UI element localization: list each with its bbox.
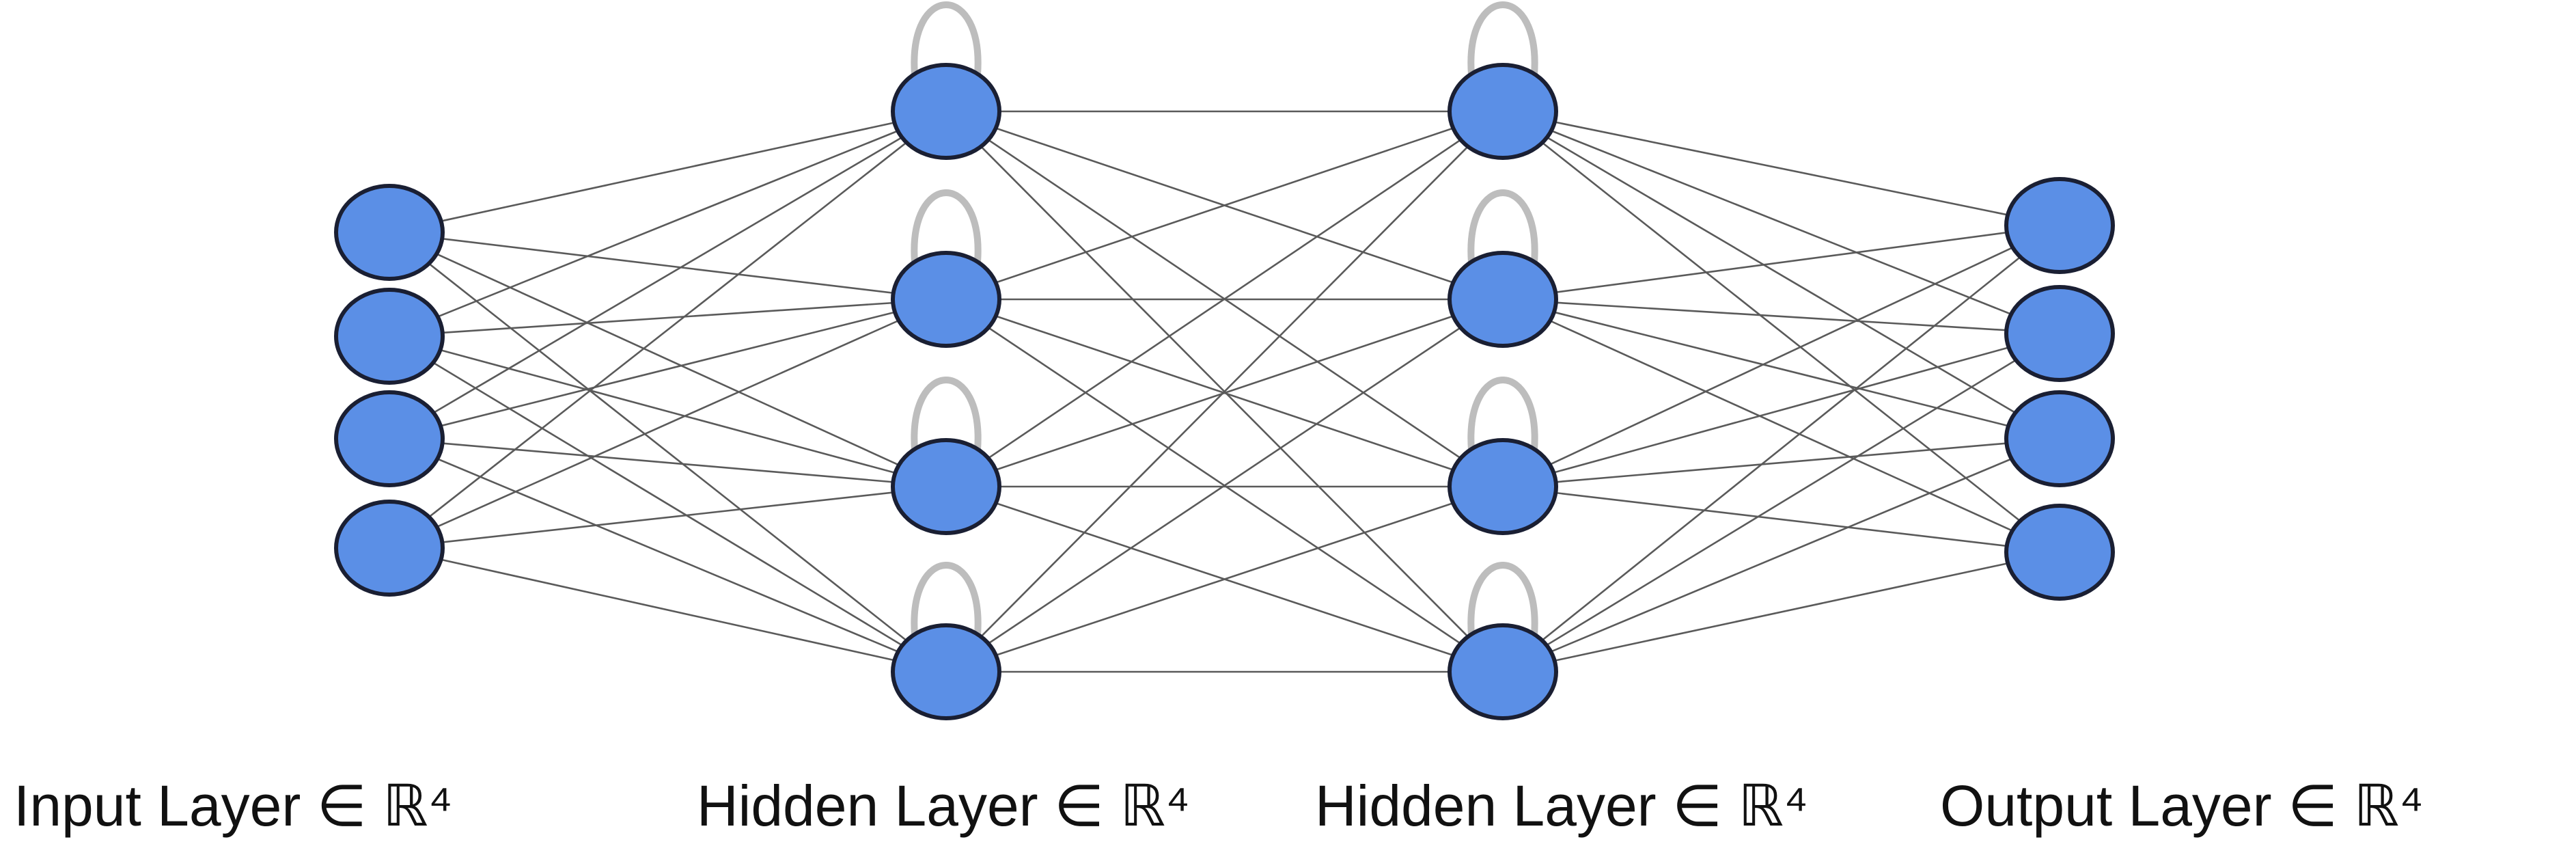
- self-loop-hidden1-2: [911, 377, 982, 450]
- edge-hidden2-3-to-output-2: [1502, 437, 2060, 673]
- edge-hidden2-2-to-output-3: [1502, 485, 2060, 554]
- edge-hidden2-1-to-output-3: [1502, 298, 2060, 554]
- edge-hidden2-3-to-output-3: [1502, 551, 2060, 673]
- edge-hidden2-0-to-output-0: [1502, 110, 2060, 227]
- input-layer-label: Input Layer ∈ ℝ⁴: [14, 774, 453, 838]
- edge-input-2-to-hidden1-1: [389, 298, 947, 440]
- edge-input-2-to-hidden1-3: [389, 437, 947, 673]
- edge-hidden2-3-to-output-1: [1502, 332, 2060, 673]
- edge-hidden2-1-to-output-2: [1502, 298, 2060, 440]
- hidden-layer-1-label: Hidden Layer ∈ ℝ⁴: [697, 774, 1190, 838]
- edge-input-3-to-hidden1-1: [389, 298, 947, 549]
- hidden1-node-0: [891, 63, 1001, 160]
- edge-input-1-to-hidden1-3: [389, 335, 947, 673]
- edge-input-3-to-hidden1-0: [389, 110, 947, 549]
- self-loop-hidden2-0: [1467, 1, 1538, 75]
- self-loop-hidden1-1: [911, 189, 982, 263]
- edge-input-3-to-hidden1-2: [389, 485, 947, 549]
- input-node-2: [334, 390, 445, 487]
- edge-input-2-to-hidden1-0: [389, 110, 947, 440]
- connections-group: [389, 110, 2060, 673]
- hidden2-node-0: [1448, 63, 1558, 160]
- self-loop-hidden2-2: [1467, 377, 1538, 450]
- hidden2-node-1: [1448, 251, 1558, 348]
- output-node-0: [2004, 177, 2115, 274]
- input-node-3: [334, 500, 445, 597]
- edge-input-3-to-hidden1-3: [389, 547, 947, 673]
- edge-input-1-to-hidden1-2: [389, 335, 947, 488]
- edge-input-2-to-hidden1-2: [389, 437, 947, 488]
- input-node-0: [334, 184, 445, 281]
- edge-input-1-to-hidden1-1: [389, 298, 947, 338]
- hidden-layer-2-label: Hidden Layer ∈ ℝ⁴: [1315, 774, 1808, 838]
- edge-hidden2-0-to-output-1: [1502, 110, 2060, 335]
- hidden2-node-2: [1448, 438, 1558, 535]
- edge-hidden1-2-to-hidden2-1: [945, 298, 1504, 488]
- edge-hidden2-0-to-output-3: [1502, 110, 2060, 554]
- self-loop-hidden2-3: [1467, 562, 1538, 636]
- edge-input-1-to-hidden1-0: [389, 110, 947, 338]
- edge-hidden2-1-to-output-0: [1502, 224, 2060, 301]
- output-node-3: [2004, 504, 2115, 601]
- hidden1-node-1: [891, 251, 1001, 348]
- edge-hidden1-2-to-hidden2-0: [945, 110, 1504, 488]
- edge-hidden2-3-to-output-0: [1502, 224, 2060, 673]
- nodes-group: [334, 63, 2115, 720]
- edge-hidden1-1-to-hidden2-0: [945, 110, 1504, 301]
- edge-hidden2-1-to-output-1: [1502, 298, 2060, 335]
- edge-hidden1-3-to-hidden2-2: [945, 485, 1504, 673]
- edge-hidden1-3-to-hidden2-1: [945, 298, 1504, 673]
- edge-hidden2-0-to-output-2: [1502, 110, 2060, 440]
- self-loop-hidden1-0: [911, 1, 982, 75]
- self-loop-hidden2-1: [1467, 189, 1538, 263]
- edge-input-0-to-hidden1-3: [389, 231, 947, 673]
- edge-input-0-to-hidden1-1: [389, 231, 947, 301]
- output-node-2: [2004, 390, 2115, 487]
- hidden1-node-3: [891, 623, 1001, 720]
- edge-input-0-to-hidden1-2: [389, 231, 947, 488]
- self-loop-hidden1-3: [911, 562, 982, 636]
- hidden2-node-3: [1448, 623, 1558, 720]
- recurrent-loops-group: [911, 1, 1538, 636]
- edge-input-0-to-hidden1-0: [389, 110, 947, 234]
- edge-hidden1-3-to-hidden2-0: [945, 111, 1504, 672]
- edge-hidden2-2-to-output-0: [1502, 224, 2060, 488]
- edge-hidden2-2-to-output-2: [1502, 437, 2060, 488]
- edge-hidden2-2-to-output-1: [1502, 332, 2060, 488]
- output-layer-label: Output Layer ∈ ℝ⁴: [1940, 774, 2424, 838]
- output-node-1: [2004, 285, 2115, 382]
- input-node-1: [334, 288, 445, 385]
- hidden1-node-2: [891, 438, 1001, 535]
